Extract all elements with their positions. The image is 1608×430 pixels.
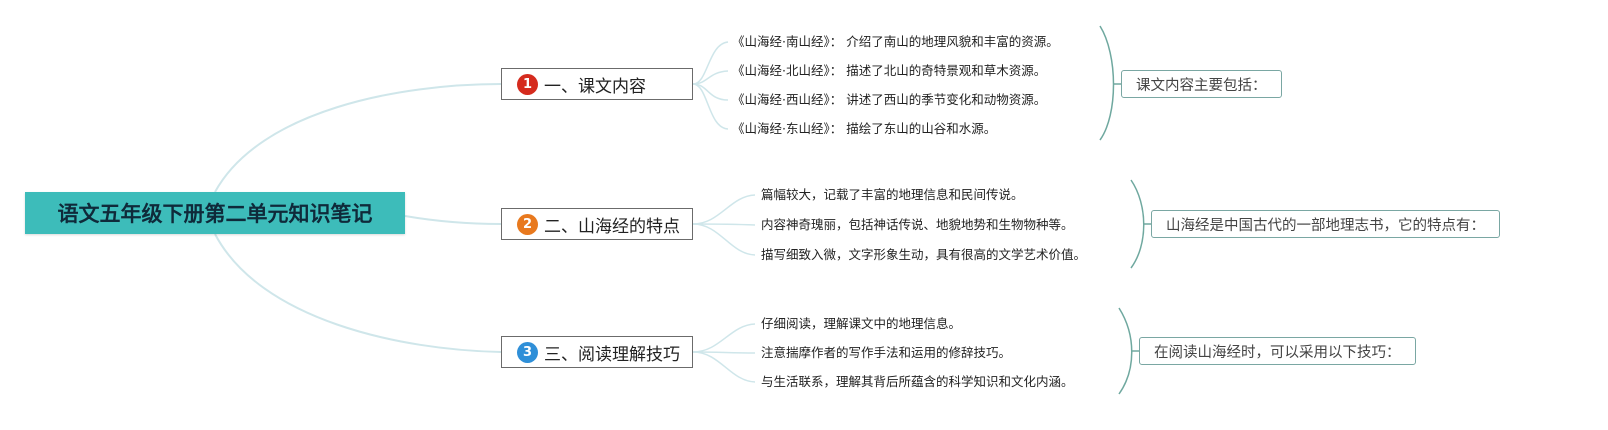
branch1-leaf-connector-4: [692, 83, 729, 130]
branch-topic-2[interactable]: 2 二、山海经的特点: [501, 208, 693, 240]
branch3-leaf-connector-1: [692, 323, 756, 353]
leaf-topic-3-1[interactable]: 仔细阅读，理解课文中的地理信息。: [761, 316, 962, 331]
summary-topic-2[interactable]: 山海经是中国古代的一部地理志书，它的特点有：: [1151, 210, 1500, 238]
branch-label-3: 三、阅读理解技巧: [544, 344, 680, 365]
leaf-topic-3-2[interactable]: 注意揣摩作者的写作手法和运用的修辞技巧。: [761, 345, 1012, 360]
summary-topic-3[interactable]: 在阅读山海经时，可以采用以下技巧：: [1139, 337, 1416, 365]
summary-topic-1[interactable]: 课文内容主要包括：: [1121, 70, 1282, 98]
summary-brace-3: [1118, 307, 1133, 395]
branch-topic-3[interactable]: 3 三、阅读理解技巧: [501, 336, 693, 368]
leaf-topic-3-3[interactable]: 与生活联系，理解其背后所蕴含的科学知识和文化内涵。: [761, 374, 1074, 389]
branch2-leaf-connector-1: [692, 194, 756, 225]
root-connector-3: [214, 233, 502, 353]
branch-topic-1[interactable]: 1 一、课文内容: [501, 68, 693, 100]
root-connector-2: [404, 215, 502, 225]
number-badge-1-icon: 1: [517, 73, 538, 95]
branch-label-1: 一、课文内容: [544, 76, 646, 97]
number-badge-3-icon: 3: [517, 341, 538, 363]
leaf-topic-1-4[interactable]: 《山海经·东山经》： 描绘了东山的山谷和水源。: [732, 121, 997, 136]
branch-label-2: 二、山海经的特点: [544, 216, 680, 237]
leaf-topic-1-2[interactable]: 《山海经·北山经》： 描述了北山的奇特景观和草木资源。: [732, 63, 1047, 78]
root-topic[interactable]: 语文五年级下册第二单元知识笔记: [25, 192, 405, 234]
leaf-topic-2-2[interactable]: 内容神奇瑰丽，包括神话传说、地貌地势和生物物种等。: [761, 217, 1074, 232]
leaf-topic-2-3[interactable]: 描写细致入微，文字形象生动，具有很高的文学艺术价值。: [761, 247, 1087, 262]
summary-brace-1: [1099, 25, 1115, 141]
branch3-leaf-connector-3: [692, 351, 756, 383]
branch2-leaf-connector-3: [692, 223, 756, 256]
leaf-topic-2-1[interactable]: 篇幅较大，记载了丰富的地理信息和民间传说。: [761, 187, 1024, 202]
root-connector-1: [214, 83, 502, 193]
leaf-topic-1-3[interactable]: 《山海经·西山经》： 讲述了西山的季节变化和动物资源。: [732, 92, 1047, 107]
number-badge-2-icon: 2: [517, 213, 538, 235]
branch1-leaf-connector-1: [692, 41, 729, 85]
summary-brace-2: [1130, 179, 1145, 269]
leaf-topic-1-1[interactable]: 《山海经·南山经》： 介绍了南山的地理风貌和丰富的资源。: [732, 34, 1059, 49]
